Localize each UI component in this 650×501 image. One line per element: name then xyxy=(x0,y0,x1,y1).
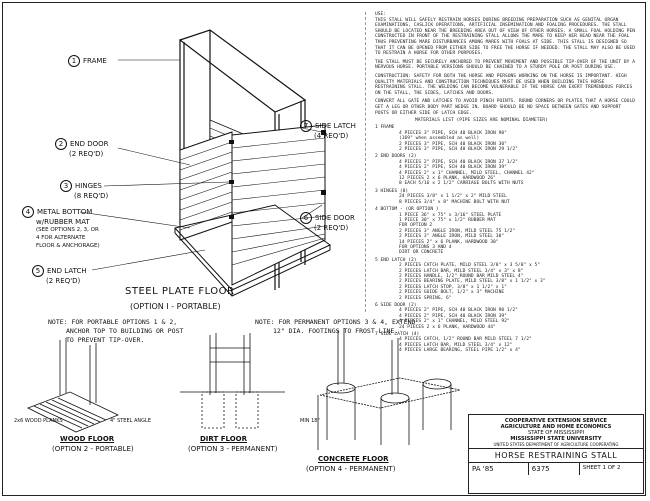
materials-item: 4 PIECES LARGE BEARING, STEEL PIPE 1/2" … xyxy=(399,348,521,354)
hinge xyxy=(229,140,234,144)
materials-item: (169" when assembled as well) xyxy=(399,136,480,142)
materials-item: 14 PIECES 2" x 6 PLANK, HARDWOOD 30" xyxy=(399,239,499,245)
materials-section-title: 2 END DOORS (2) xyxy=(375,154,417,160)
hinge xyxy=(229,180,234,184)
materials-item: 2 PIECES 3" ANGLE IRON, MILD STEEL 30" xyxy=(399,234,505,240)
materials-item: 12 PIECES 2 x 6 PLANK, HARDWOOD 26" xyxy=(399,176,496,182)
materials-item: DIRT OR CONCRETE xyxy=(399,250,444,256)
materials-item: 2 PIECES 3" PIPE, SCH 40 BLACK IRON 29 1… xyxy=(399,147,518,153)
materials-item: 4 PIECES LATCH BAR, MILD STEEL 3/4" x 12… xyxy=(399,342,513,348)
materials-item: 4 PIECES 2" x 1" CHANNEL, MILD STEEL, CH… xyxy=(399,170,535,176)
materials-section-title: 3 HINGES (8) xyxy=(375,188,409,194)
callout-number: 1 xyxy=(68,55,80,67)
materials-section-title: 5 END LATCH (2) xyxy=(375,257,417,263)
materials-item: 1 PIECE 36" x 75" x 3/16" STEEL PLATE xyxy=(399,212,502,218)
dirt-floor-sub: (OPTION 3 - PERMANENT) xyxy=(188,445,278,453)
materials-item: 24 PIECES 2 x 6 PLANK, HARDWOOD 44" xyxy=(399,324,496,330)
materials-item: 2 PIECES GUIDE BOLT, 1/2" x 3" MACHINE xyxy=(399,290,505,296)
materials-item: 2 PIECES 3" PIPE, SCH 40 BLACK IRON 30" xyxy=(399,141,507,147)
callout-label: FRAME xyxy=(83,57,107,65)
title-block-footer: PA '85 6375 SHEET 1 OF 2 xyxy=(469,462,643,475)
note-permanent: NOTE: FOR PERMANENT OPTIONS 3 & 4, EXTEN… xyxy=(255,318,416,335)
materials-section-title: 7 SIDE LATCH (4) xyxy=(375,332,420,338)
materials-section-title: 6 SIDE DOOR (2) xyxy=(375,303,417,308)
concrete-floor-sketch xyxy=(317,328,461,450)
plan-number: 6375 xyxy=(529,463,580,475)
materials-item: 4 PIECES 3" PIPE, SCH 40 BLACK IRON 90" xyxy=(399,130,507,136)
materials-heading: MATERIALS LIST (PIPE SIZES ARE NOMINAL D… xyxy=(415,118,548,123)
main-caption: STEEL PLATE FLOOR xyxy=(125,286,235,297)
column-divider xyxy=(365,12,366,312)
concrete-floor-title: CONCRETE FLOOR xyxy=(318,455,389,463)
sheet-number: SHEET 1 OF 2 xyxy=(582,465,621,471)
materials-item: 4 PIECES 2" PIPE, SCH 40 BLACK IRON 90 1… xyxy=(399,308,518,314)
concrete-floor-sub: (OPTION 4 - PERMANENT) xyxy=(306,465,396,473)
materials-list: MATERIALS LIST (PIPE SIZES ARE NOMINAL D… xyxy=(375,118,637,354)
wood-floor-sub: (OPTION 2 - PORTABLE) xyxy=(52,445,134,453)
note-portable: NOTE: FOR PORTABLE OPTIONS 1 & 2, ANCHOR… xyxy=(48,318,184,344)
side-latch-mark xyxy=(321,190,326,195)
wood-floor-label-left: 2x6 WOOD PLANKS xyxy=(14,418,63,424)
materials-item: 2 PIECES SPRING, 6" xyxy=(399,295,452,301)
drawing-sheet xyxy=(2,2,646,496)
materials-item: 2 PIECES CATCH PLATE, MILD STEEL 3/8" x … xyxy=(399,263,541,269)
materials-item: 2 PIECES BEARING PLATE, MILD STEEL 3/8" … xyxy=(399,279,546,285)
organization: COOPERATIVE EXTENSION SERVICE AGRICULTUR… xyxy=(493,418,619,447)
plan-no: PA '85 xyxy=(469,463,529,475)
materials-item: 4 PIECES 2" PIPE, SCH 40 BLACK IRON 39" xyxy=(399,165,507,171)
side-latch-mark xyxy=(321,130,326,135)
title-block: COOPERATIVE EXTENSION SERVICE AGRICULTUR… xyxy=(468,414,644,494)
materials-section-title: 1 FRAME xyxy=(375,125,395,131)
materials-sections: 1 FRAME 4 PIECES 3" PIPE, SCH 40 BLACK IR… xyxy=(375,125,637,353)
concrete-dim: MIN 18" xyxy=(300,418,320,424)
materials-item: FOR OPTIONS 3 AND 4 xyxy=(399,244,452,250)
materials-item: 4 PIECES 2" x 1" CHANNEL, MILD STEEL 92" xyxy=(399,319,510,325)
drawing-title: HORSE RESTRAINING STALL xyxy=(469,448,643,462)
frame-top xyxy=(178,29,307,113)
materials-item: 24 PIECES 3/8" x 1 1/2" x 2" MILD STEEL xyxy=(399,194,507,200)
wood-floor-title: WOOD FLOOR xyxy=(60,435,115,443)
use-text: USE: THIS STALL WILL SAFELY RESTRAIN HOR… xyxy=(375,12,635,116)
materials-item: 2 PIECES LATCH STOP, 3/8" x 1 1/2" x 1" xyxy=(399,284,507,290)
materials-item: 2 PIECES LATCH BAR, MILD STEEL 3/4" x 3"… xyxy=(399,268,524,274)
materials-item: 2 PIECES 3" ANGLE IRON, MILD STEEL 75 1/… xyxy=(399,228,516,234)
materials-item: 4 PIECES CATCH, 1/2" ROUND BAR MILD STEE… xyxy=(399,337,532,343)
wood-floor-sketch xyxy=(27,338,119,433)
dirt-floor-title: DIRT FLOOR xyxy=(200,435,247,443)
materials-item: FOR OPTION 2 xyxy=(399,223,433,229)
materials-item: 8 EACH 5/16 x 2 1/2" CARRIAGE BOLTS WITH… xyxy=(399,181,524,187)
materials-item: 4 PIECES 2" PIPE, SCH 40 BLACK IRON 37 1… xyxy=(399,159,518,165)
end-door-front xyxy=(179,131,233,241)
wood-floor-label-right: 4" STEEL ANGLE xyxy=(110,418,151,424)
materials-item: 4 PIECES 2" PIPE, SCH 40 BLACK IRON 39" xyxy=(399,313,507,319)
materials-section-title: 4 BOTTOM - (OR OPTION ) xyxy=(375,207,439,213)
materials-item: 1 PIECE 30" x 75" x 1/2" RUBBER MAT xyxy=(399,217,496,223)
main-caption-sub: (OPTION I - PORTABLE) xyxy=(130,302,221,311)
materials-item: 2 PIECES HANDLE, 1/2" ROUND BAR MILD STE… xyxy=(399,273,524,279)
hinge xyxy=(229,215,234,219)
materials-item: 8 PIECES 3/4" x 8" MACHINE BOLT WITH NUT xyxy=(399,199,510,205)
dirt-floor-sketch xyxy=(180,333,285,429)
